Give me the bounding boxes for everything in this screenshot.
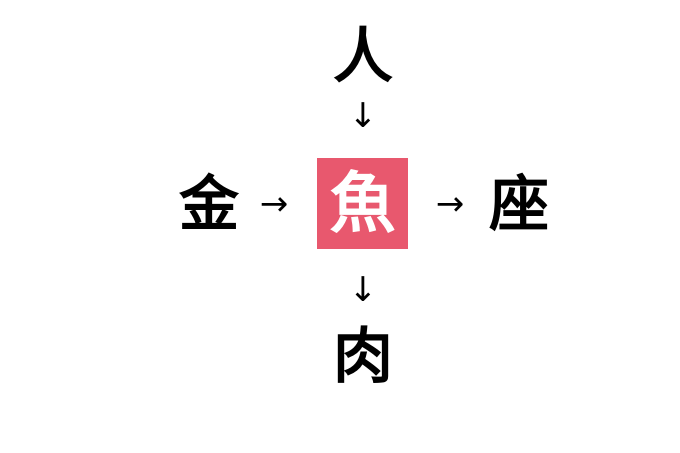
center-kanji: 魚 <box>329 164 396 242</box>
right-kanji: 座 <box>489 170 549 240</box>
arrow-right-left-icon: → <box>259 184 289 224</box>
top-kanji: 人 <box>333 22 393 92</box>
arrow-right-right-icon: → <box>435 184 465 224</box>
center-answer-box: 魚 <box>317 158 408 249</box>
arrow-down-top-icon: ↓ <box>348 96 378 136</box>
left-kanji: 金 <box>179 170 239 240</box>
bottom-kanji: 肉 <box>333 322 393 392</box>
arrow-down-bottom-icon: ↓ <box>348 270 378 310</box>
